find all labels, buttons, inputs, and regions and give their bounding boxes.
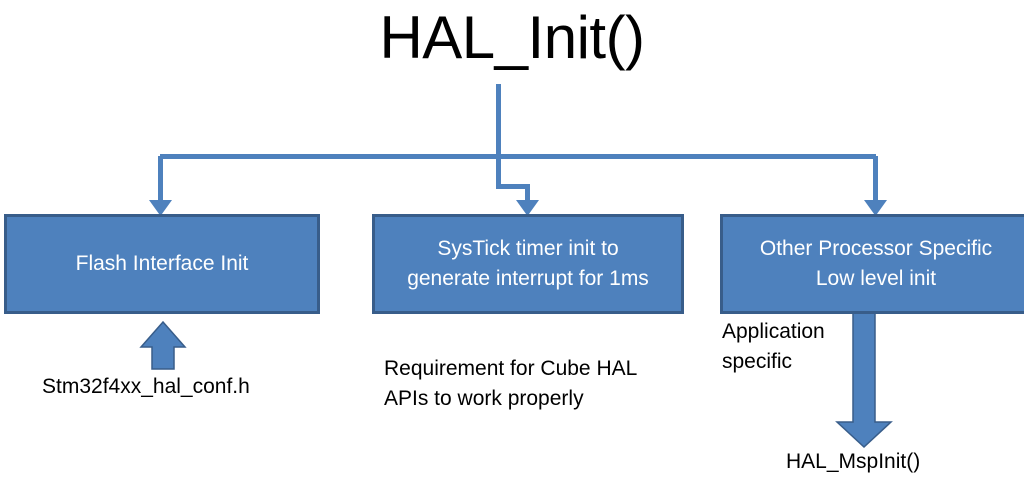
arrowhead-down-other <box>864 200 887 216</box>
block-arrow-down-to-mspinit <box>835 309 893 449</box>
connector-bus-to-systick <box>496 157 530 205</box>
node-other-processor-specific-low-level-init[interactable]: Other Processor Specific Low level init <box>720 214 1024 314</box>
caption-requirement-for-cube-hal: Requirement for Cube HAL APIs to work pr… <box>384 357 638 410</box>
node-other-processor-specific-low-level-init-label: Other Processor Specific Low level init <box>759 237 993 290</box>
arrowhead-down-systick <box>516 200 539 216</box>
node-flash-interface-init[interactable]: Flash Interface Init <box>4 214 320 314</box>
caption-hal-mspinit: HAL_MspInit() <box>786 450 921 473</box>
arrowhead-down-flash <box>149 200 172 216</box>
node-flash-interface-init-label: Flash Interface Init <box>75 252 249 275</box>
caption-application-specific: Application specific <box>722 320 825 373</box>
caption-stm32f4xx-hal-conf-h: Stm32f4xx_hal_conf.h <box>42 375 250 398</box>
block-arrow-up-to-flash <box>139 320 187 370</box>
page-title: HAL_Init() <box>379 4 645 71</box>
node-systick-timer-init[interactable]: SysTick timer init to generate interrupt… <box>372 214 684 314</box>
node-systick-timer-init-label: SysTick timer init to generate interrupt… <box>407 237 649 290</box>
